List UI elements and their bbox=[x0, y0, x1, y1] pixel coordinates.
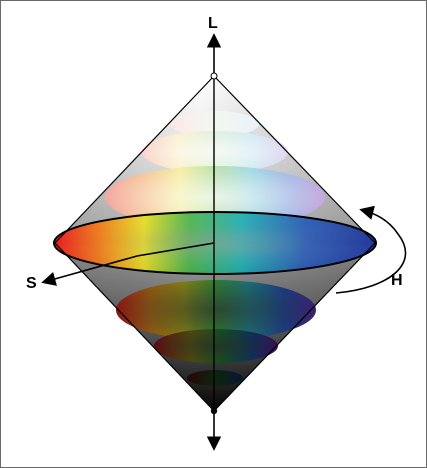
label-saturation-axis: S bbox=[26, 276, 37, 292]
label-hue-axis: H bbox=[391, 273, 403, 289]
hue-disc-darkest bbox=[187, 370, 243, 386]
label-lightness-axis: L bbox=[208, 16, 218, 32]
black-point bbox=[211, 408, 217, 414]
white-point bbox=[211, 73, 217, 79]
hue-wheel-main bbox=[54, 212, 376, 274]
hue-disc-darker bbox=[154, 329, 278, 363]
